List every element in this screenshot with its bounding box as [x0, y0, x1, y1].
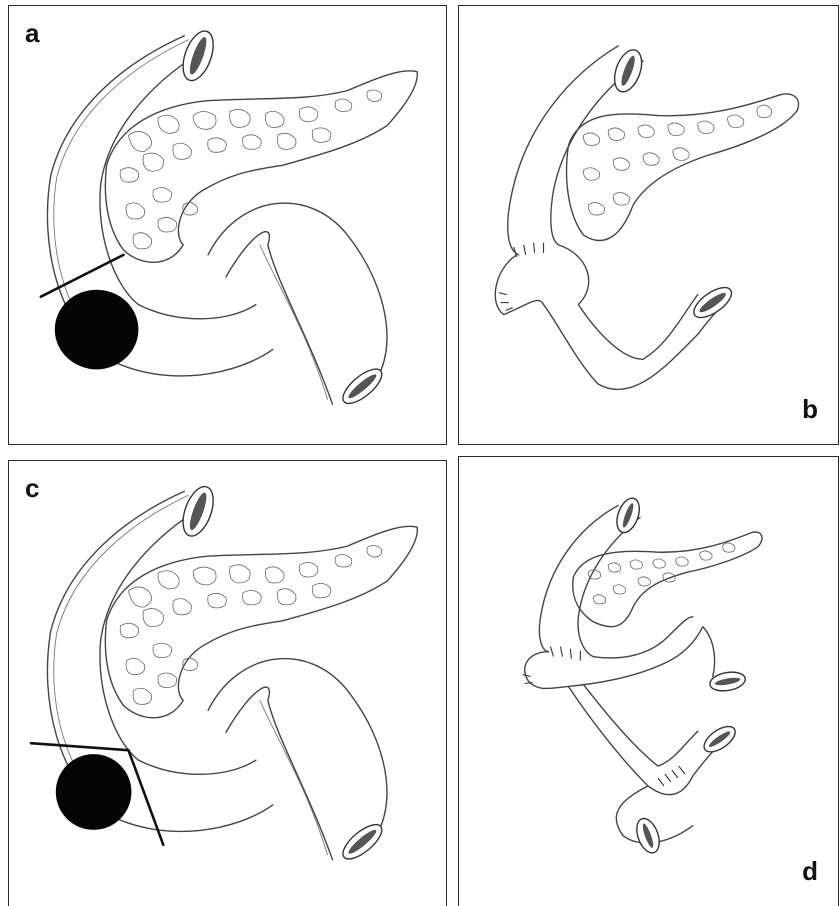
duodenum-inner-wall	[100, 501, 256, 774]
jejunum	[495, 255, 727, 390]
jejunum-inner	[226, 687, 333, 860]
pancreas	[573, 532, 762, 627]
tumor	[55, 290, 139, 370]
anastomosis-sutures-lower	[658, 766, 685, 786]
reconstruction-sketch	[459, 457, 838, 906]
anastomosis-sutures-upper	[551, 647, 581, 661]
pancreas	[567, 94, 799, 240]
panel-b: b	[458, 5, 839, 445]
pancreas-lobules	[583, 105, 771, 215]
duodenum-inner-wall	[100, 46, 256, 319]
duodenum-outer-wall	[508, 46, 618, 255]
duodenum-inner-wall	[578, 517, 640, 656]
pancreas-lobules	[120, 90, 381, 249]
jejunum-outer	[208, 659, 387, 830]
reconstruction-sketch	[459, 6, 838, 444]
panel-label: b	[802, 396, 818, 422]
panel-label: c	[25, 475, 39, 501]
pancreas-lobules	[120, 546, 381, 705]
panel-label: d	[802, 858, 818, 884]
panel-label: a	[25, 20, 39, 46]
resection-line	[41, 255, 124, 297]
panel-d: d	[458, 456, 839, 906]
duodenum-pancreas-tumor-sketch	[9, 6, 446, 444]
duodenum-pancreas-tumor-sketch	[9, 461, 446, 906]
jejunum-inner	[226, 232, 333, 405]
tumor	[56, 754, 132, 830]
stump-sutures	[499, 293, 513, 311]
jejunum-lower-limb	[568, 686, 727, 794]
jejunum-outer	[208, 203, 387, 374]
panel-c: c	[8, 460, 447, 906]
panel-a: a	[8, 5, 447, 445]
